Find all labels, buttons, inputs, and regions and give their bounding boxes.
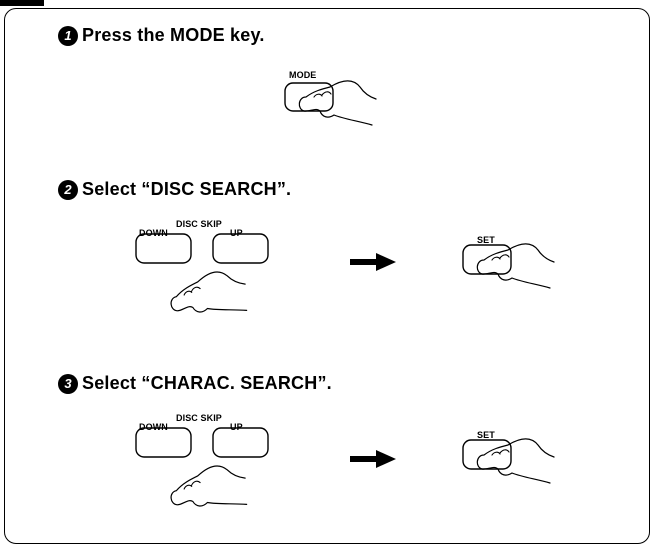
step-1-text: Press the MODE key. xyxy=(82,25,265,45)
hand-press-icon xyxy=(298,80,377,126)
up-key-label: UP xyxy=(230,422,243,432)
step-3-heading: 3 Select “CHARAC. SEARCH”. xyxy=(58,373,332,394)
step-2-text: Select “DISC SEARCH”. xyxy=(82,179,292,199)
down-key-label: DOWN xyxy=(139,228,168,238)
step-3-number: 3 xyxy=(58,373,78,394)
set-key xyxy=(462,244,512,275)
arrow-right-icon xyxy=(350,450,396,468)
step-2-number: 2 xyxy=(58,179,78,200)
step-2-heading: 2 Select “DISC SEARCH”. xyxy=(58,179,291,200)
hand-press-icon xyxy=(165,459,252,521)
disc-skip-label: DISC SKIP xyxy=(176,219,222,229)
down-key xyxy=(135,233,192,264)
step-1-number: 1 xyxy=(58,25,78,46)
up-key xyxy=(212,233,269,264)
mode-key xyxy=(284,82,334,112)
set-key-label: SET xyxy=(477,235,495,245)
up-key xyxy=(212,427,269,458)
hand-press-icon xyxy=(165,265,252,327)
set-key-label: SET xyxy=(477,430,495,440)
mode-key-label: MODE xyxy=(289,70,317,80)
hand-press-icon xyxy=(476,438,555,484)
set-key xyxy=(462,439,512,470)
section-corner-tab xyxy=(0,0,44,6)
instruction-frame xyxy=(4,8,650,544)
hand-press-icon xyxy=(476,243,555,289)
disc-skip-label: DISC SKIP xyxy=(176,413,222,423)
down-key xyxy=(135,427,192,458)
up-key-label: UP xyxy=(230,228,243,238)
arrow-right-icon xyxy=(350,253,396,271)
step-1-heading: 1 Press the MODE key. xyxy=(58,25,265,46)
step-3-text: Select “CHARAC. SEARCH”. xyxy=(82,373,332,393)
down-key-label: DOWN xyxy=(139,422,168,432)
